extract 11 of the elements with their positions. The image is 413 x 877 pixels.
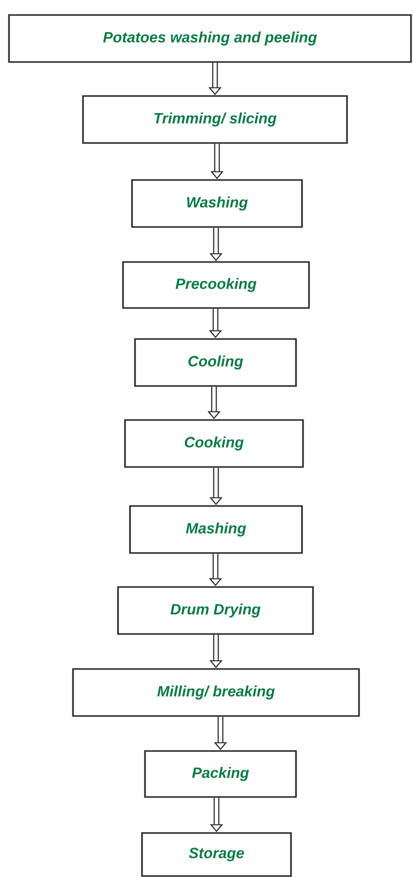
process-box: Cooling <box>134 338 297 387</box>
process-box: Washing <box>131 179 303 228</box>
process-box: Packing <box>144 750 297 798</box>
process-box: Trimming/ slicing <box>82 95 348 144</box>
process-box: Cooking <box>124 419 304 468</box>
process-box: Precooking <box>122 261 310 309</box>
process-box: Mashing <box>129 505 303 554</box>
process-box: Drum Drying <box>117 586 314 635</box>
process-box: Potatoes washing and peeling <box>8 14 412 63</box>
process-box: Storage <box>141 832 292 877</box>
process-box: Milling/ breaking <box>72 668 360 717</box>
